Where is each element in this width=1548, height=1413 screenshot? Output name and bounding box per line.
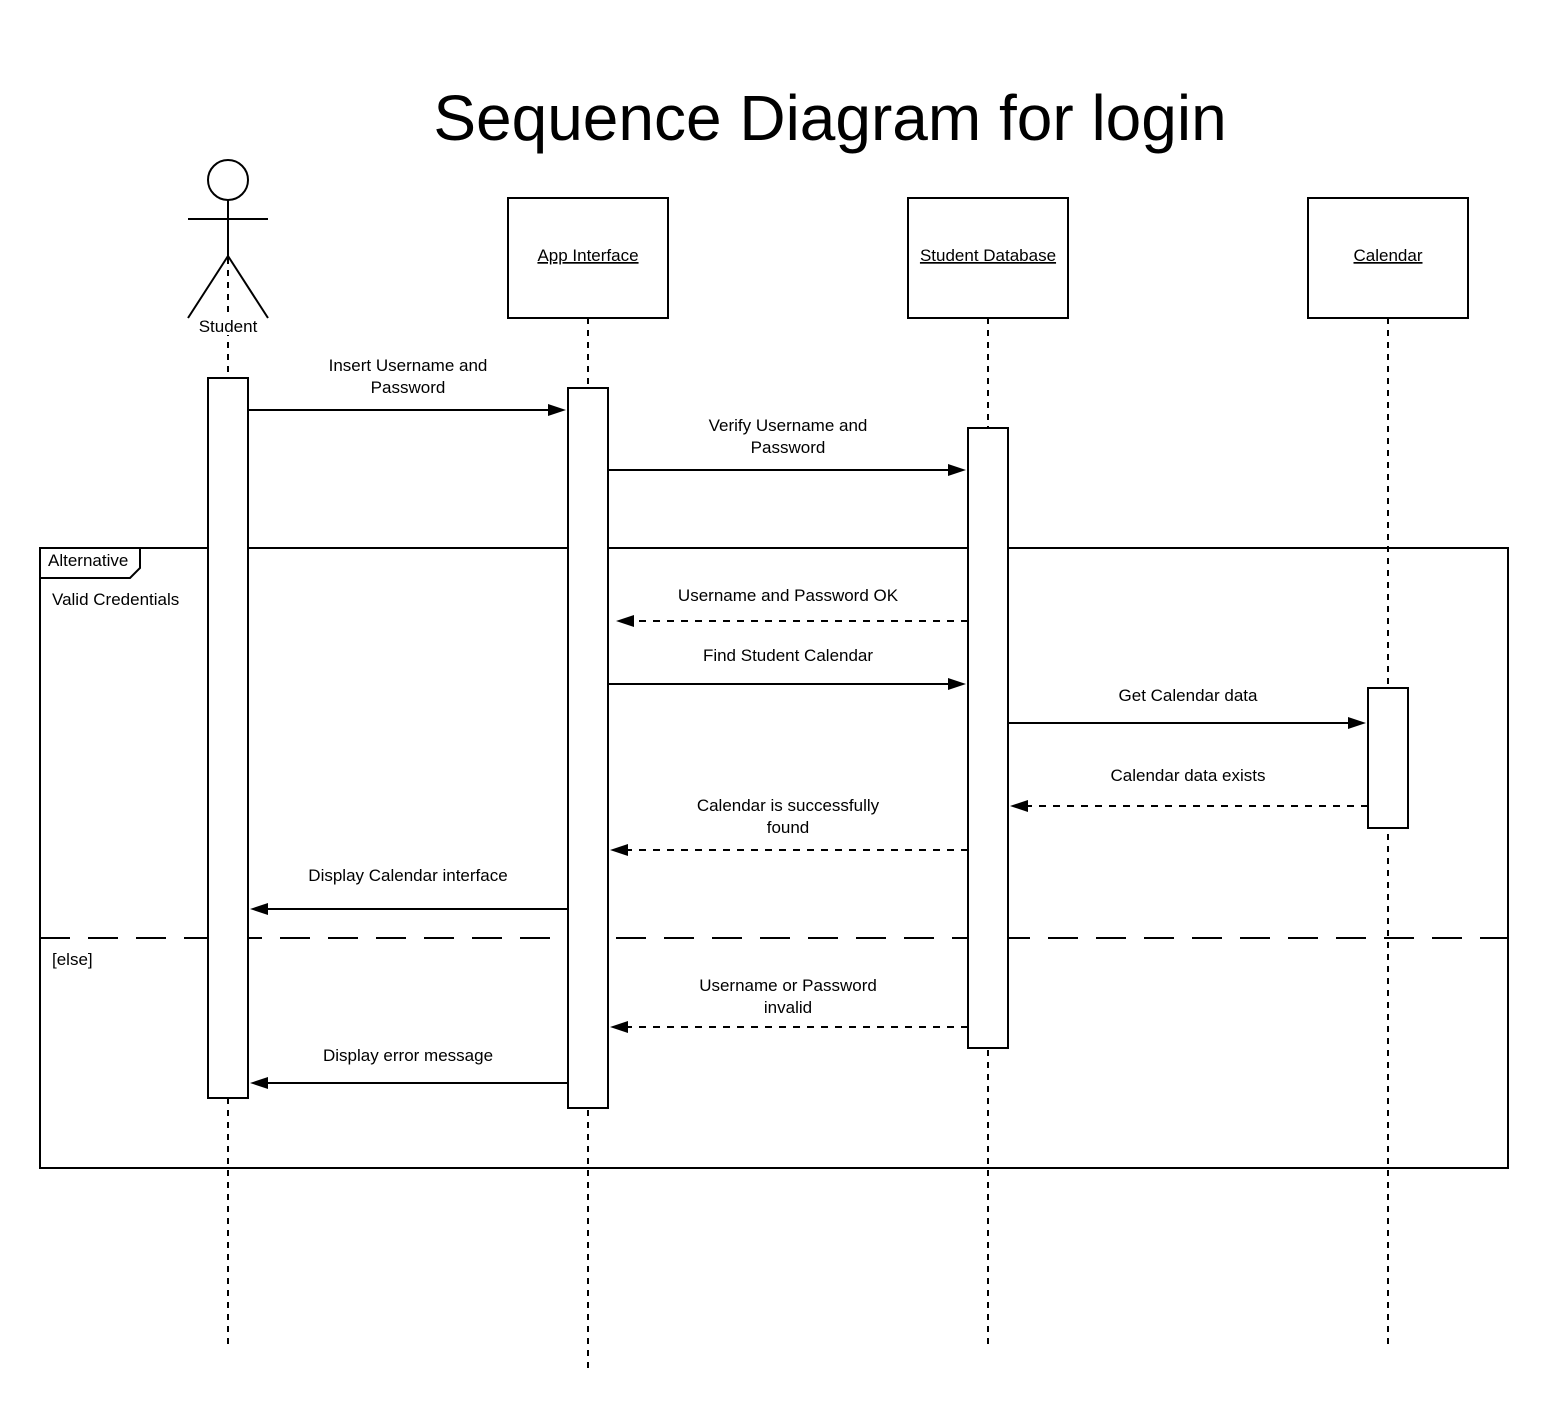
activation-student [207, 377, 249, 1099]
message-calendar-found: Calendar is successfully found [610, 796, 968, 856]
alt-guard-else: [else] [52, 950, 93, 969]
message-label: Insert Username and [329, 356, 488, 375]
message-label: found [767, 818, 810, 837]
message-label: invalid [764, 998, 812, 1017]
message-label: Calendar data exists [1111, 766, 1266, 785]
alt-fragment-tab [40, 548, 141, 579]
participant-student-database [907, 197, 1069, 319]
participant-calendar-label: Calendar [1354, 246, 1423, 265]
message-label: Password [371, 378, 446, 397]
alt-guard-valid: Valid Credentials [52, 590, 179, 609]
activation-calendar [1367, 687, 1409, 829]
activation-student-database [967, 427, 1009, 1049]
student-label-bg [194, 313, 262, 335]
activation-app-interface [567, 387, 609, 1109]
participant-app-interface-label: App Interface [537, 246, 638, 265]
alt-fragment-operator: Alternative [48, 551, 128, 570]
message-label: Username and Password OK [678, 586, 899, 605]
message-credentials-invalid: Username or Password invalid [610, 976, 968, 1033]
message-label: Username or Password [699, 976, 877, 995]
message-display-calendar-interface: Display Calendar interface [250, 866, 568, 915]
message-label: Display error message [323, 1046, 493, 1065]
message-label: Password [751, 438, 826, 457]
participant-calendar [1307, 197, 1469, 319]
message-calendar-data-exists: Calendar data exists [1010, 766, 1368, 812]
participant-student-label: Student [199, 317, 258, 336]
message-insert-credentials: Insert Username and Password [248, 356, 566, 416]
diagram-title: Sequence Diagram for login [433, 82, 1226, 154]
message-label: Calendar is successfully [697, 796, 880, 815]
message-verify-credentials: Verify Username and Password [608, 416, 966, 476]
participant-student-database-label: Student Database [920, 246, 1056, 265]
message-display-error: Display error message [250, 1046, 568, 1089]
message-find-student-calendar: Find Student Calendar [608, 646, 966, 690]
message-label: Get Calendar data [1119, 686, 1258, 705]
message-label: Find Student Calendar [703, 646, 873, 665]
message-label: Display Calendar interface [308, 866, 507, 885]
student-actor-icon [187, 159, 269, 319]
message-credentials-ok: Username and Password OK [616, 586, 968, 627]
message-label: Verify Username and [709, 416, 868, 435]
message-get-calendar-data: Get Calendar data [1008, 686, 1366, 729]
alt-fragment-frame [39, 547, 1509, 1169]
participant-app-interface [507, 197, 669, 319]
